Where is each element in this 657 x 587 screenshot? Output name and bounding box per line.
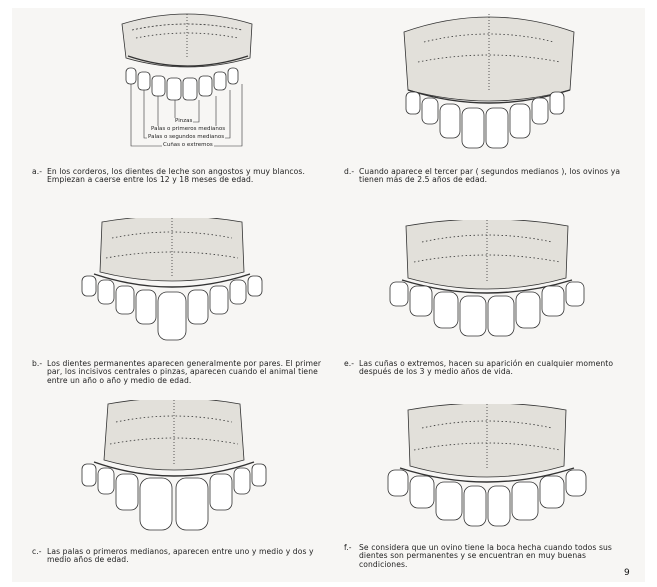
page-number: 9	[624, 568, 630, 578]
book-page: Pinzas Palas o primeros medianos Palas o…	[12, 8, 645, 582]
caption-a-letter: a.-	[32, 168, 42, 176]
label-primeros-medianos: Palas o primeros medianos	[150, 126, 226, 132]
caption-b-letter: b.-	[32, 360, 42, 368]
illustration-f-sheep-teeth	[382, 404, 592, 544]
caption-a-text: En los corderos, los dientes de leche so…	[47, 168, 322, 185]
caption-d-letter: d.-	[344, 168, 354, 176]
illustration-c-sheep-teeth	[74, 400, 274, 540]
illustration-e-sheep-teeth	[382, 220, 592, 350]
caption-f-letter: f.-	[344, 544, 352, 552]
caption-e-letter: e.-	[344, 360, 354, 368]
caption-d-text: Cuando aparece el tercer par ( segundos …	[359, 168, 634, 185]
caption-b-text: Los dientes permanentes aparecen general…	[47, 360, 322, 385]
caption-c-text: Las palas o primeros medianos, aparecen …	[47, 548, 322, 565]
illustration-d-sheep-teeth	[384, 12, 594, 162]
label-segundos-medianos: Palas o segundos medianos	[147, 134, 225, 140]
caption-c-letter: c.-	[32, 548, 42, 556]
label-cunas-extremos: Cuñas o extremos	[162, 142, 214, 148]
caption-f-text: Se considera que un ovino tiene la boca …	[359, 544, 630, 569]
caption-e-text: Las cuñas o extremos, hacen su aparición…	[359, 360, 634, 377]
illustration-b-sheep-teeth	[72, 218, 272, 348]
illustration-a-lamb-teeth: Pinzas Palas o primeros medianos Palas o…	[92, 10, 282, 158]
label-pinzas: Pinzas	[174, 118, 193, 124]
